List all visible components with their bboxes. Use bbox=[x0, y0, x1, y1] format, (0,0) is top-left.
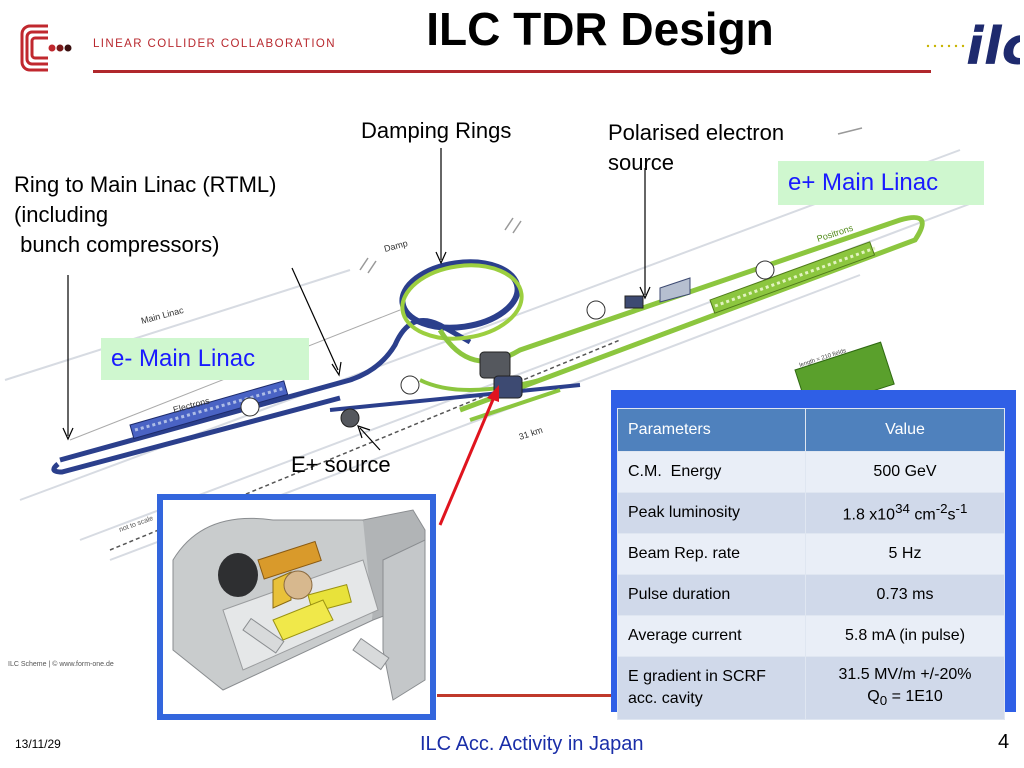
e-minus-main-linac-label: e- Main Linac bbox=[101, 338, 309, 380]
footer-date: 13/11/29 bbox=[15, 737, 61, 751]
param-cell: Beam Rep. rate bbox=[617, 533, 806, 575]
value-cell: 31.5 MV/m +/-20% Q0 = 1E10 bbox=[805, 656, 1005, 720]
scheme-credit: ILC Scheme | © www.form-one.de bbox=[8, 660, 114, 668]
value-sup: 34 bbox=[895, 501, 910, 517]
value-cell: 0.73 ms bbox=[805, 574, 1005, 616]
value-cell: 1.8 x1034 cm-2s-1 bbox=[805, 492, 1005, 534]
footer-title: ILC Acc. Activity in Japan bbox=[420, 733, 644, 755]
value-sup: -2 bbox=[935, 501, 948, 517]
polarised-source-label: Polarised electron source bbox=[608, 118, 784, 178]
table-row: Beam Rep. rate 5 Hz bbox=[617, 533, 1005, 575]
table-row: Pulse duration 0.73 ms bbox=[617, 574, 1005, 616]
rtml-line2: (including bbox=[14, 202, 109, 227]
table-row: Peak luminosity 1.8 x1034 cm-2s-1 bbox=[617, 492, 1005, 534]
param-cell: Average current bbox=[617, 615, 806, 657]
scheme-label-damping: Damp bbox=[383, 238, 409, 254]
scheme-label-main-linac: Main Linac bbox=[140, 305, 185, 326]
table-row: Average current 5.8 mA (in pulse) bbox=[617, 615, 1005, 657]
value-sup: -1 bbox=[955, 501, 968, 517]
table-row: E gradient in SCRF acc. cavity 31.5 MV/m … bbox=[617, 656, 1005, 720]
value-cell: 500 GeV bbox=[805, 451, 1005, 493]
value-cell: 5 Hz bbox=[805, 533, 1005, 575]
e-plus-main-linac-label: e+ Main Linac bbox=[778, 161, 984, 205]
parameter-table: Parameters Value C.M. Energy 500 GeV Pea… bbox=[617, 408, 1005, 720]
page-title: ILC TDR Design bbox=[426, 3, 774, 55]
ilc-logo-text: ilc bbox=[966, 17, 1020, 76]
rtml-line1: Ring to Main Linac (RTML) bbox=[14, 172, 277, 197]
column-header-parameters: Parameters bbox=[617, 408, 806, 452]
param-cell: Pulse duration bbox=[617, 574, 806, 616]
page-number: 4 bbox=[998, 731, 1010, 753]
value-part: s bbox=[947, 506, 956, 524]
column-header-value: Value bbox=[805, 408, 1005, 452]
positron-source-cutaway-image bbox=[157, 494, 436, 720]
title-rule bbox=[93, 70, 931, 73]
value-part: = 1E10 bbox=[887, 687, 943, 705]
polarised-source-line2: source bbox=[608, 150, 675, 175]
value-sub: 0 bbox=[879, 693, 888, 709]
param-cell: E gradient in SCRF acc. cavity bbox=[617, 656, 806, 720]
rtml-label: Ring to Main Linac (RTML) (including bun… bbox=[14, 170, 276, 260]
table-row: C.M. Energy 500 GeV bbox=[617, 451, 1005, 493]
e-plus-source-label: E+ source bbox=[291, 452, 391, 477]
bottom-red-rule bbox=[437, 694, 617, 697]
value-line: Q0 = 1E10 bbox=[807, 686, 1003, 712]
value-part: 1.8 x10 bbox=[842, 506, 896, 524]
value-cell: 5.8 mA (in pulse) bbox=[805, 615, 1005, 657]
polarised-source-line1: Polarised electron bbox=[608, 120, 785, 145]
param-line: acc. cavity bbox=[628, 690, 703, 707]
ilc-logo-icon: ilc bbox=[926, 17, 1020, 76]
lcc-logo-icon bbox=[20, 24, 72, 72]
param-line: E gradient in SCRF bbox=[628, 668, 766, 685]
rtml-line3: bunch compressors) bbox=[14, 232, 220, 257]
value-part: Q bbox=[867, 687, 880, 705]
param-cell: C.M. Energy bbox=[617, 451, 806, 493]
param-cell: Peak luminosity bbox=[617, 492, 806, 534]
scheme-label-distance: 31 km bbox=[518, 425, 544, 442]
table-header-row: Parameters Value bbox=[617, 408, 1005, 452]
value-part: cm bbox=[909, 506, 936, 524]
damping-rings-label: Damping Rings bbox=[361, 118, 512, 143]
value-line: 31.5 MV/m +/-20% bbox=[838, 665, 972, 683]
collaboration-name: LINEAR COLLIDER COLLABORATION bbox=[93, 38, 336, 50]
cutaway-illustration bbox=[163, 500, 430, 714]
